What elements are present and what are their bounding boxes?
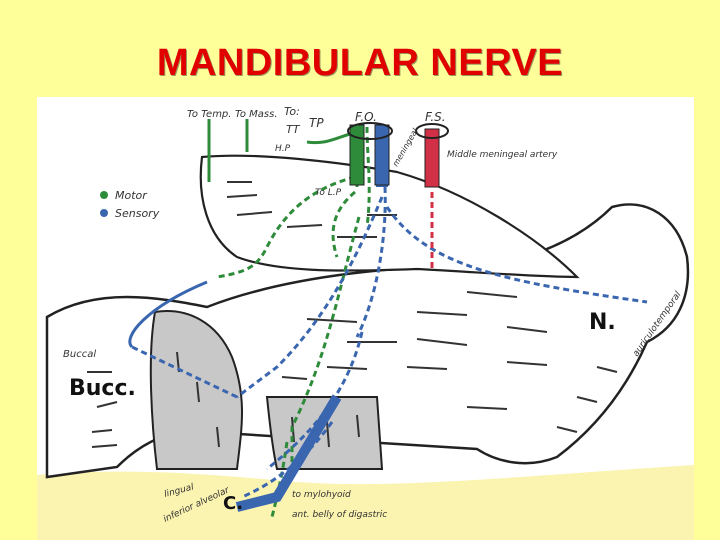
label-c: C.	[223, 493, 243, 514]
mandibular-nerve-diagram: Motor Sensory To Temp. To Mass. To: TT T…	[37, 97, 694, 540]
label-to-temp: To Temp.	[187, 109, 231, 120]
slide-title: MANDIBULAR NERVE	[156, 42, 564, 84]
lower-yellow-region	[37, 465, 694, 540]
label-fo: F.O.	[355, 110, 377, 124]
label-to-mass: To Mass.	[235, 109, 278, 120]
buccinator-region	[149, 310, 243, 470]
foramen-ovale-blue	[374, 124, 390, 186]
muscle-texture	[87, 181, 618, 448]
legend-motor-swatch	[100, 191, 108, 199]
label-to-lp: To L.P	[315, 188, 342, 198]
foramen-spinosum-ring	[415, 123, 449, 139]
label-to: To:	[284, 105, 300, 118]
label-middle-meningeal: Middle meningeal artery	[447, 150, 558, 160]
legend: Motor Sensory	[100, 189, 160, 220]
label-to-mylohyoid: to mylohyoid	[292, 490, 351, 500]
label-bucc: Bucc.	[69, 376, 136, 401]
legend-sensory-label: Sensory	[115, 207, 160, 220]
label-hp: H.P	[275, 144, 291, 154]
legend-sensory-swatch	[100, 209, 108, 217]
label-buccal: Buccal	[63, 349, 96, 360]
middle-meningeal-artery	[424, 128, 440, 188]
label-ant-belly: ant. belly of digastric	[292, 510, 387, 520]
label-n: N.	[589, 310, 616, 335]
foramen-ovale-green	[349, 124, 365, 186]
label-tp: TP	[309, 116, 324, 130]
foramen-ovale-ring	[347, 122, 393, 140]
legend-motor-label: Motor	[115, 189, 148, 202]
label-tt: TT	[286, 123, 301, 136]
label-fs: F.S.	[425, 110, 446, 124]
